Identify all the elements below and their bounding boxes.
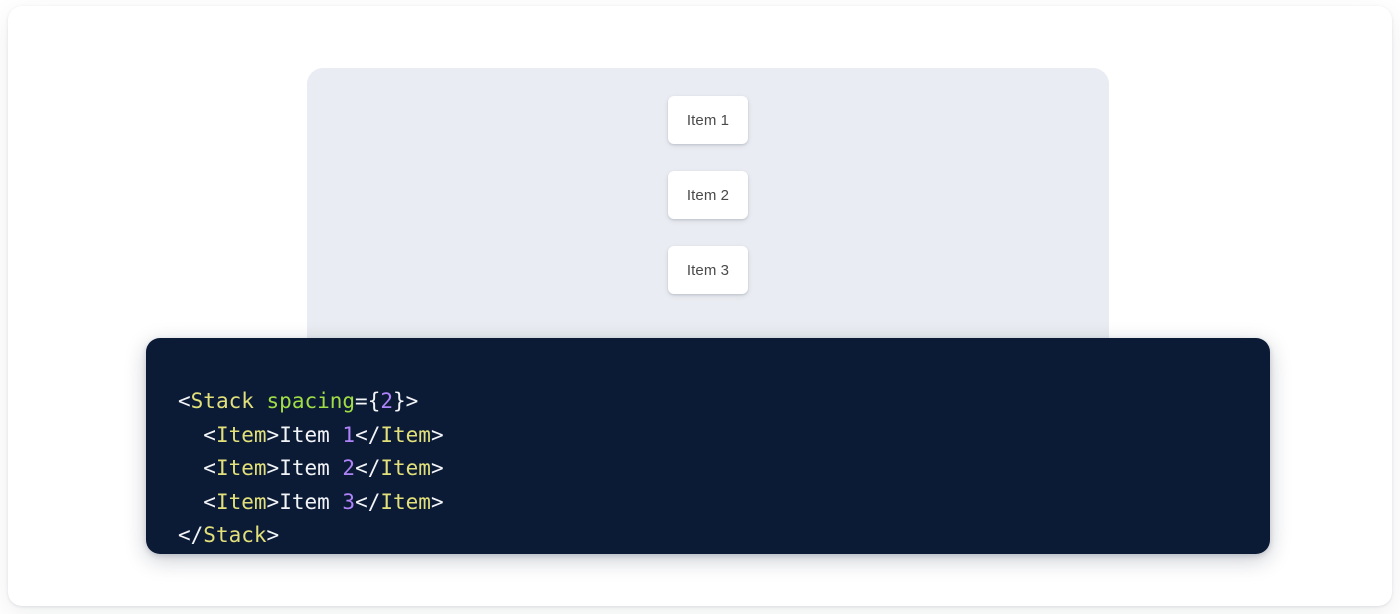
code-token-num: 3 (342, 489, 356, 514)
code-token-tag: Item (380, 456, 431, 480)
code-token-punct: < (178, 389, 191, 413)
code-token-num: 2 (380, 389, 393, 413)
code-token-text: Item (279, 456, 343, 480)
code-token-tag: Item (215, 489, 267, 514)
code-token-tag: Item (215, 422, 267, 447)
code-line: </Stack> (178, 523, 279, 547)
code-token-punct: </ (355, 422, 381, 447)
code-token-num: 2 (342, 456, 356, 480)
component-preview-panel: Item 1 Item 2 Item 3 (307, 68, 1109, 368)
code-token-text: Item (279, 422, 343, 447)
code-line: <Item>Item 1</Item> (178, 422, 444, 447)
code-lines: <Stack spacing={2}> <Item>Item 1</Item> … (178, 389, 444, 547)
stack-item[interactable]: Item 1 (668, 96, 748, 144)
example-card: Item 1 Item 2 Item 3 <Stack spacing={2}>… (8, 6, 1392, 606)
code-token-attr: spacing (266, 389, 356, 413)
code-token-text (254, 389, 267, 413)
code-token-punct: > (430, 456, 444, 480)
code-token-tag: Item (380, 489, 431, 514)
code-token-punct: > (430, 489, 444, 514)
code-token-punct: ={ (355, 389, 381, 413)
stack-item[interactable]: Item 2 (668, 171, 748, 219)
code-token-text: Item (279, 489, 343, 514)
code-token-punct: > (266, 456, 280, 480)
stack-container: Item 1 Item 2 Item 3 (668, 96, 748, 294)
code-token-tag: Item (215, 456, 267, 480)
code-snippet-panel[interactable]: <Stack spacing={2}> <Item>Item 1</Item> … (146, 338, 1270, 554)
code-token-tag: Item (380, 422, 431, 447)
code-token-num: 1 (342, 422, 356, 447)
code-content: <Stack spacing={2}> <Item>Item 1</Item> … (178, 385, 1270, 553)
code-token-punct: }> (393, 389, 419, 413)
code-token-punct: < (203, 456, 216, 480)
code-token-punct: < (203, 489, 216, 514)
code-line: <Item>Item 3</Item> (178, 489, 444, 514)
code-token-punct: </ (355, 456, 381, 480)
code-token-punct: > (430, 422, 444, 447)
stack-item[interactable]: Item 3 (668, 246, 748, 294)
code-token-punct: < (203, 422, 216, 447)
code-line: <Stack spacing={2}> (178, 389, 418, 413)
code-token-tag: Stack (190, 389, 254, 413)
code-token-punct: > (266, 523, 280, 547)
code-line: <Item>Item 2</Item> (178, 456, 444, 480)
code-token-punct: > (266, 422, 280, 447)
code-token-punct: </ (178, 523, 204, 547)
code-token-punct: </ (355, 489, 381, 514)
code-token-tag: Stack (203, 523, 267, 547)
code-token-punct: > (266, 489, 280, 514)
